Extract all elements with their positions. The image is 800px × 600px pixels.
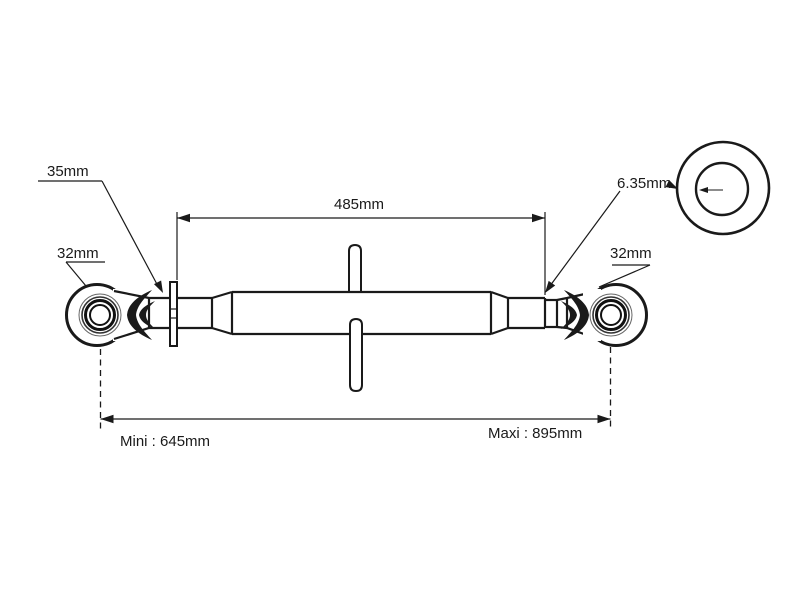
- right-taper-top: [490, 290, 509, 300]
- max-length-label: Maxi : 895mm: [488, 425, 582, 442]
- arrowhead-left: [177, 213, 190, 223]
- ball: [84, 299, 116, 331]
- arrowhead: [665, 179, 678, 189]
- detail-inner-circle: [694, 161, 750, 217]
- right-ball-joint: [561, 283, 648, 347]
- ball-bore: [600, 304, 622, 326]
- wall-thickness-arrowhead: [699, 187, 708, 193]
- leader-left-ball: [65, 261, 105, 287]
- min-length-label: Mini : 645mm: [120, 433, 210, 450]
- arrowhead-right: [532, 213, 545, 223]
- dimension-overall-length: [99, 347, 612, 430]
- ball: [595, 299, 627, 331]
- leader-line-to-part: [546, 190, 621, 291]
- leader-right-ball: [598, 264, 651, 288]
- ball-race-outer: [589, 293, 633, 337]
- handle-pin-upper: [348, 243, 362, 293]
- right-taper-bottom: [490, 326, 509, 336]
- arrowhead-right: [597, 414, 611, 424]
- bore-detail-label: 6.35mm: [617, 175, 671, 192]
- bore-detail-view: [675, 140, 771, 236]
- leader-line: [65, 261, 87, 287]
- ball-race: [592, 296, 630, 334]
- right-ball-diameter-label: 32mm: [610, 245, 652, 262]
- housing-mask: [113, 289, 133, 341]
- lock-plate: [169, 281, 178, 347]
- yoke-jaw-outer: [127, 290, 152, 340]
- left-yoke: [113, 281, 178, 347]
- yoke-jaw-inner: [561, 301, 577, 329]
- dimension-tube-length: [176, 212, 546, 295]
- left-ball-diameter-label: 32mm: [57, 245, 99, 262]
- arrowhead: [153, 280, 163, 293]
- arrowhead-left: [100, 414, 114, 424]
- ball-race: [81, 296, 119, 334]
- arrowhead: [545, 280, 556, 293]
- leader-yoke-width: [38, 180, 163, 293]
- yoke-jaw-outer: [564, 290, 589, 340]
- housing-mask: [583, 289, 601, 341]
- leader-line: [101, 180, 160, 289]
- ball-race-outer: [78, 293, 122, 337]
- leader-line: [598, 264, 651, 288]
- left-taper-top: [211, 290, 233, 300]
- yoke-width-label: 35mm: [47, 163, 89, 180]
- leader-bore-detail: [545, 179, 678, 293]
- yoke-jaw-inner: [139, 301, 155, 329]
- ball-bore: [89, 304, 111, 326]
- handle-pin-lower: [349, 317, 363, 393]
- left-taper-bottom: [211, 326, 233, 336]
- tube-length-label: 485mm: [334, 196, 384, 213]
